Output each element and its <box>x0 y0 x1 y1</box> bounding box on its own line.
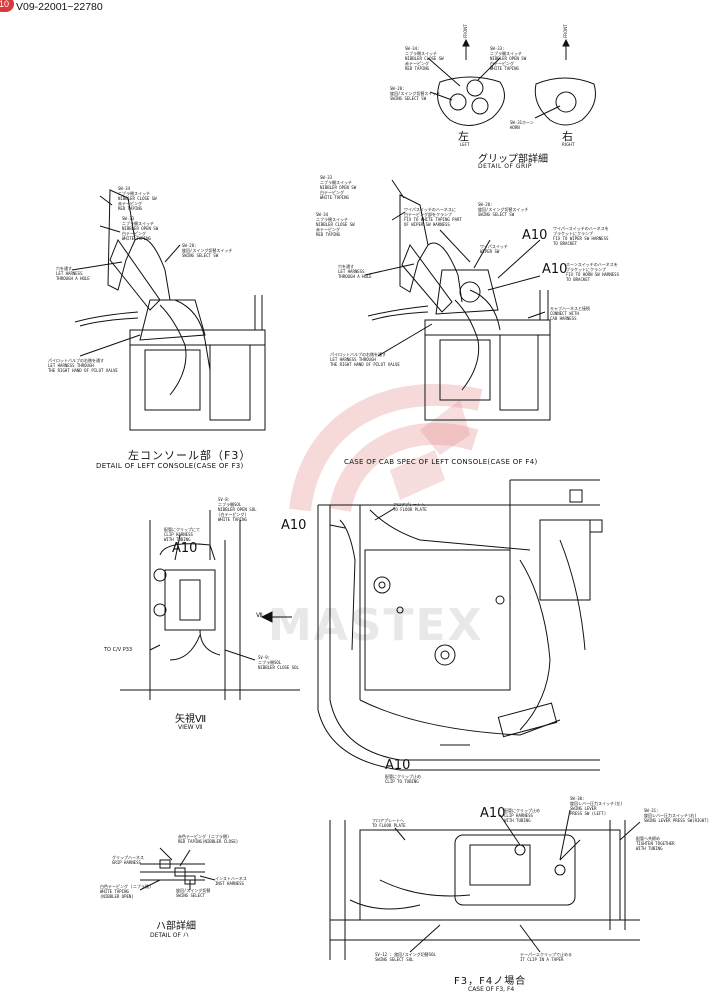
f4-a10-mid: A10 <box>542 262 568 277</box>
grip-front-label-right: FRONT <box>563 24 568 38</box>
floor-a10-top: A10 <box>281 518 307 533</box>
f4-sw33-label: SW-33 ニブラ開スイッチ NIBBLER OPEN SW 白テーピング WH… <box>320 175 357 200</box>
f4-pilot-label: パイロットバルブの右側を通す LET HARNESS THROUGH THE R… <box>330 352 400 367</box>
view7-to-cv: TO C/V P33 <box>104 647 133 653</box>
grip-title-jp: グリップ部詳細 <box>478 154 548 165</box>
ha-swing: 旋回/スイング切替 SWING SELECT <box>176 888 211 898</box>
grip-sw34-label: SW-34: ニブラ閉スイッチ NIBBLER CLOSE SW 赤テーピング … <box>405 46 444 71</box>
f4-let-harness: 穴を通す LET HARNESS THROUGH A HOLE <box>338 264 372 279</box>
f3-title-jp: 左コンソール部（F3） <box>128 449 252 462</box>
view7-title-en: VIEW Ⅶ <box>178 724 203 731</box>
floor-clip-label: 配管にクリップ止め CLIP TO TUBING <box>385 774 421 784</box>
f4-a10-top: A10 <box>522 228 548 243</box>
f4-wiper-bracket-label: ワイパースイッチのハーネスを ブラケットにクランプ FIX TO WIPER S… <box>553 226 609 246</box>
f4-horn-bracket-label: ホーンスイッチのハーネスを ブラケットにクランプ FIX TO HORN SW … <box>566 262 619 282</box>
f3-sw34-label: SW-34 ニブラ閉スイッチ NIBBLER CLOSE SW 赤テーピング R… <box>118 186 157 211</box>
grip-right-jp: 右 <box>562 130 573 143</box>
bottom-title-jp: F3，F4ノ場合 <box>454 976 527 987</box>
f4-sw34-label: SW-34 ニブラ閉スイッチ NIBBLER CLOSE SW 赤テーピング R… <box>316 212 355 237</box>
ha-title-jp: ハ部詳細 <box>156 921 196 932</box>
grip-sw33-label: SW-33: ニブラ開スイッチ NIBBLER OPEN SW 白テーピング W… <box>490 46 527 71</box>
f4-wiper-fix-label: ワイパスイッチのハーネスに 白テーピング部をクランプ FIX TO WHITE … <box>404 207 462 227</box>
grip-front-label-left: FRONT <box>463 24 468 38</box>
f3-title-en: DETAIL OF LEFT CONSOLE(CASE OF F3) <box>96 462 244 470</box>
view7-clip-label: 配管にクリップにて CLIP HARNESS WITH TUBING <box>164 527 200 542</box>
f3-pilot-label: パイロットバルブの右側を通す LET HARNESS THROUGH THE R… <box>48 358 118 373</box>
bottom-tighten: 配管へ共締め TIGHTEN TOGETHER WITH TUBING <box>636 836 675 851</box>
f4-cab-label: キャブハーネスと接続 CONNECT WITH CAB HARNESS <box>550 306 590 321</box>
f3-sw33-label: SW-33 ニブラ開スイッチ NIBBLER OPEN SW 白テーピング WH… <box>122 216 159 241</box>
ha-red-taping: 赤色テーピング (ニブラ閉) RED TAPING(NIBBLER CLOSE) <box>178 834 239 844</box>
watermark-text: MASTEX <box>268 600 484 651</box>
grip-left-en: LEFT <box>460 142 470 147</box>
grip-sw28-label: SW-28: 旋回/スイング切替スイッチ SWING SELECT SW <box>390 86 441 101</box>
floor-a10-bottom: A10 <box>385 758 411 773</box>
bottom-clip-harness: 配管にクリップ止め CLIP HARNESS WITH TUBING <box>504 808 540 823</box>
watermark-logo-icon <box>289 383 483 513</box>
bottom-sv12: SV-12 : 旋回/スイング切替SOL SWING SELECT SOL <box>375 952 436 962</box>
view7-title-jp: 矢視Ⅶ <box>175 714 207 725</box>
ha-title-en: DETAIL OF ハ <box>150 932 189 939</box>
grip-right-en: RIGHT <box>562 142 575 147</box>
ha-grip-harness: グリップハーネス GRIP HARNESS <box>112 855 144 865</box>
bottom-floor-plate: フロアプレートへ TO FLOOR PLATE <box>372 818 406 828</box>
view7-a10: A10 <box>172 541 198 556</box>
f4-title-en: CASE OF CAB SPEC OF LEFT CONSOLE(CASE OF… <box>344 458 538 466</box>
view7-arrow-label: Ⅶ <box>256 612 263 619</box>
page-badge: 10 <box>0 0 14 12</box>
watermark-logo <box>270 360 510 520</box>
bottom-a10: A10 <box>480 806 506 821</box>
grip-horn-label: SW-31ホーン HORN <box>510 120 534 130</box>
f3-let-harness: 穴を通す LET HARNESS THROUGH A HOLE <box>56 266 90 281</box>
bottom-sw31: SW-31: 旋回レバー圧力スイッチ(右) SWING LEVER PRESS … <box>644 808 710 823</box>
view7-sv8-label: SV-8: ニブラ開SOL NIBBLER OPEN SOL (白テーピング) … <box>218 497 257 522</box>
bottom-title-en: CASE OF F3, F4 <box>468 986 515 993</box>
ha-inst: インストハーネス INST HARNESS <box>215 876 247 886</box>
floor-plate-label: フロアプレートへ TO FLOOR PLATE <box>393 502 427 512</box>
f4-wiper-sw-label: ワイパスイッチ WIPER SW <box>480 244 508 254</box>
grip-left-jp: 左 <box>458 130 469 143</box>
serial-range: V09-22001~22780 <box>16 1 103 13</box>
f3-sw28-label: SW-28: 旋回/スイング切替スイッチ SWING SELECT SW <box>182 243 233 258</box>
grip-title-en: DETAIL OF GRIP <box>478 163 533 170</box>
bottom-tape: テーパーエクリップで止める IT CLIP IN A TAPER <box>520 952 572 962</box>
bottom-sw30: SW-30: 旋回レバー圧力スイッチ(左) SWING LEVER PRESS … <box>570 796 623 816</box>
view7-sv9-label: SV-9: ニブラ閉SOL NIBBLER CLOSE SOL <box>258 655 299 670</box>
f4-sw28-label: SW-28: 旋回/スイング切替スイッチ SWING SELECT SW <box>478 202 529 217</box>
ha-white-taping: 白色テーピング (ニブラ開) WHITE TAPING (NIBBLER OPE… <box>100 884 152 899</box>
